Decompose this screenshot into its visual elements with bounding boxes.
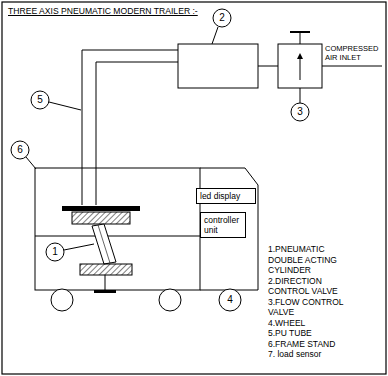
parts-list-item: 2.DIRECTION CONTROL VALVE (268, 276, 356, 297)
parts-list-item: 3.FLOW CONTROL VALVE (268, 297, 356, 318)
controller-box: controller unit (200, 212, 246, 238)
inlet-label: COMPRESSED AIR INLET (325, 44, 383, 62)
diagram-title: THREE AXIS PNEUMATIC MODERN TRAILER :- (8, 6, 198, 16)
parts-list-item: 1.PNEUMATIC DOUBLE ACTING CYLINDER (268, 244, 356, 276)
callout-number: 3 (292, 105, 308, 119)
callout-number: 2 (214, 11, 230, 25)
callout-number: 5 (32, 93, 48, 107)
parts-list-item: 5.PU TUBE (268, 328, 356, 339)
display-box: led display (196, 188, 256, 204)
parts-list-item: 6.FRAME STAND (268, 339, 356, 350)
parts-list-item: 4.WHEEL (268, 318, 356, 329)
parts-list-item: 7. load sensor (268, 349, 356, 360)
node-text: led display (200, 191, 252, 201)
callout-number: 6 (12, 143, 28, 157)
callout-number: 1 (47, 245, 63, 259)
parts-list: 1.PNEUMATIC DOUBLE ACTING CYLINDER2.DIRE… (268, 244, 356, 360)
node-text: controller unit (204, 215, 242, 235)
callout-number: 4 (222, 293, 238, 307)
